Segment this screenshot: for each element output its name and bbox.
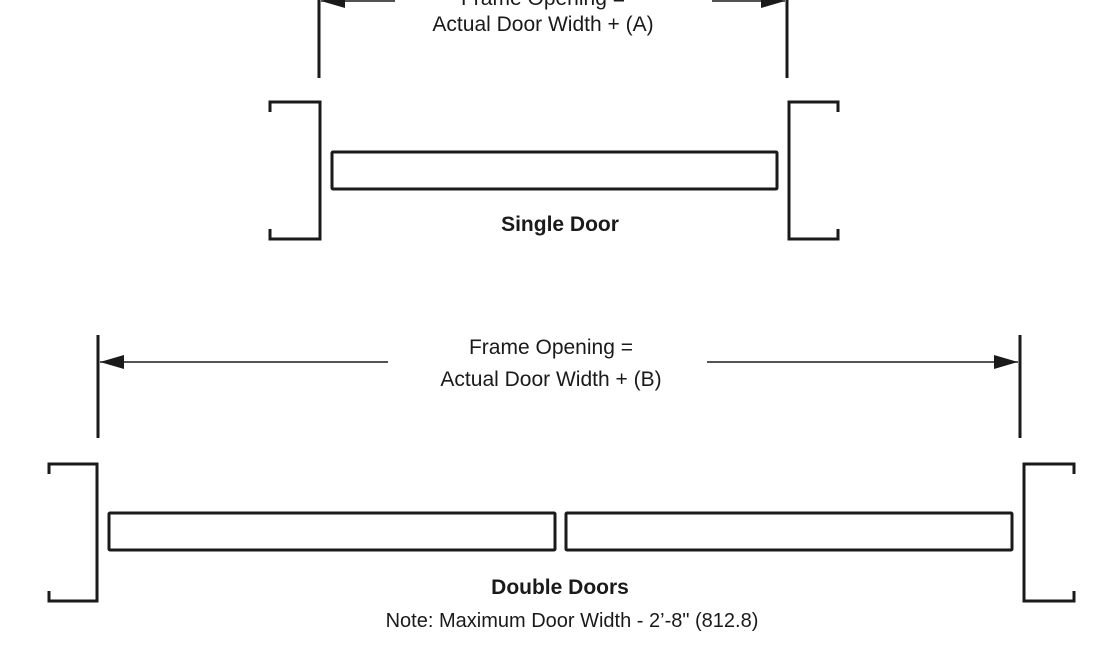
- double-doors-section: Frame Opening = Actual Door Width + (B) …: [47, 335, 1076, 632]
- double-dimension-text-line1: Frame Opening =: [469, 336, 633, 359]
- single-dimension-text-line1: Frame Opening =: [461, 0, 625, 10]
- double-door-right-leaf: [564, 511, 1014, 552]
- double-dimension-text-line2: Actual Door Width + (B): [440, 368, 661, 391]
- single-left-frame-jamb: [268, 100, 322, 241]
- double-doors-caption: Double Doors: [491, 576, 629, 599]
- single-door-section: Frame Opening = Actual Door Width + (A) …: [268, 0, 840, 241]
- double-right-frame-jamb: [1022, 462, 1076, 603]
- single-door-leaf: [330, 150, 779, 191]
- single-door-caption: Single Door: [501, 213, 619, 236]
- single-dimension-arrowhead-left: [321, 0, 345, 8]
- single-dimension-text-line2: Actual Door Width + (A): [432, 13, 653, 36]
- double-door-left-leaf: [107, 511, 557, 552]
- single-right-frame-jamb: [787, 100, 840, 241]
- double-dimension-arrowhead-right: [994, 355, 1018, 369]
- double-left-frame-jamb: [47, 462, 99, 603]
- single-dimension-arrowhead-right: [761, 0, 785, 8]
- max-door-width-note: Note: Maximum Door Width - 2’-8" (812.8): [386, 610, 759, 632]
- double-dimension-arrowhead-left: [100, 355, 124, 369]
